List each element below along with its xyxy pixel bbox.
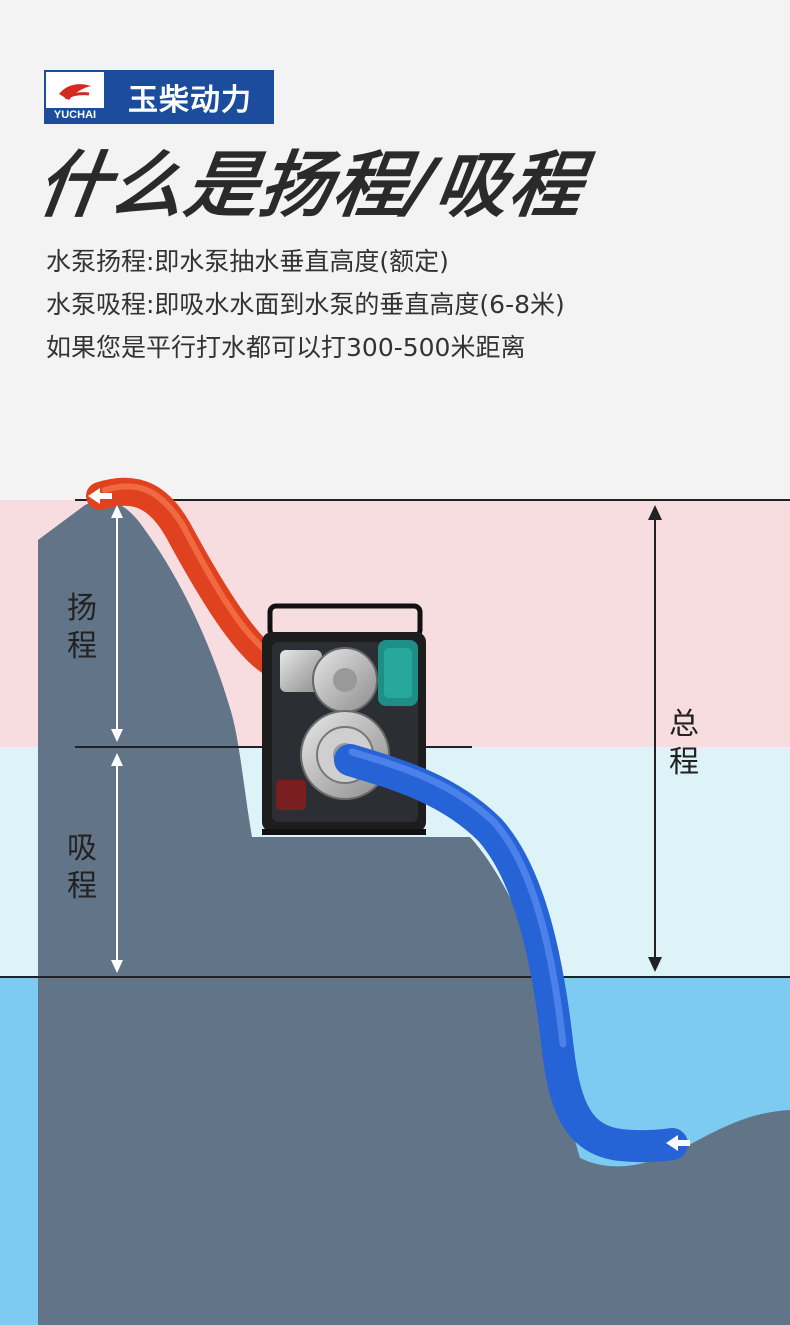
suction-label-char-1: 吸 (67, 831, 97, 866)
total-label: 总 程 (664, 706, 704, 782)
description-suction: 水泵吸程:即吸水水面到水泵的垂直高度(6-8米) (46, 290, 565, 319)
brand-english-name: YUCHAI (46, 108, 104, 122)
total-label-char-1: 总 (669, 707, 699, 742)
brand-emblem-icon (59, 84, 91, 100)
total-label-char-2: 程 (669, 745, 699, 780)
lift-dimension-arrow (111, 505, 123, 742)
page-title: 什么是扬程/吸程 (32, 143, 591, 227)
water-pump-icon (262, 603, 426, 835)
inlet-hose-highlight (348, 748, 567, 1048)
description-horizontal: 如果您是平行打水都可以打300-500米距离 (46, 333, 526, 362)
total-dimension-arrow (648, 505, 662, 972)
outlet-hose-highlight (102, 483, 271, 655)
lift-label: 扬 程 (62, 590, 102, 666)
description-lift: 水泵扬程:即水泵抽水垂直高度(额定) (46, 247, 449, 276)
brand-name: 玉柴动力 (106, 70, 274, 124)
suction-label-char-2: 程 (67, 869, 97, 904)
suction-label: 吸 程 (62, 830, 102, 906)
inlet-hose (334, 744, 688, 1163)
suction-dimension-arrow (111, 753, 123, 973)
lift-label-char-1: 扬 (67, 591, 97, 626)
inlet-arrow-icon (666, 1135, 690, 1151)
outlet-arrow-icon (88, 488, 112, 504)
lift-label-char-2: 程 (67, 629, 97, 664)
terrain (38, 500, 790, 1325)
brand-logo: YUCHAI 玉柴动力 (44, 70, 274, 124)
brand-mark: YUCHAI (44, 70, 106, 124)
